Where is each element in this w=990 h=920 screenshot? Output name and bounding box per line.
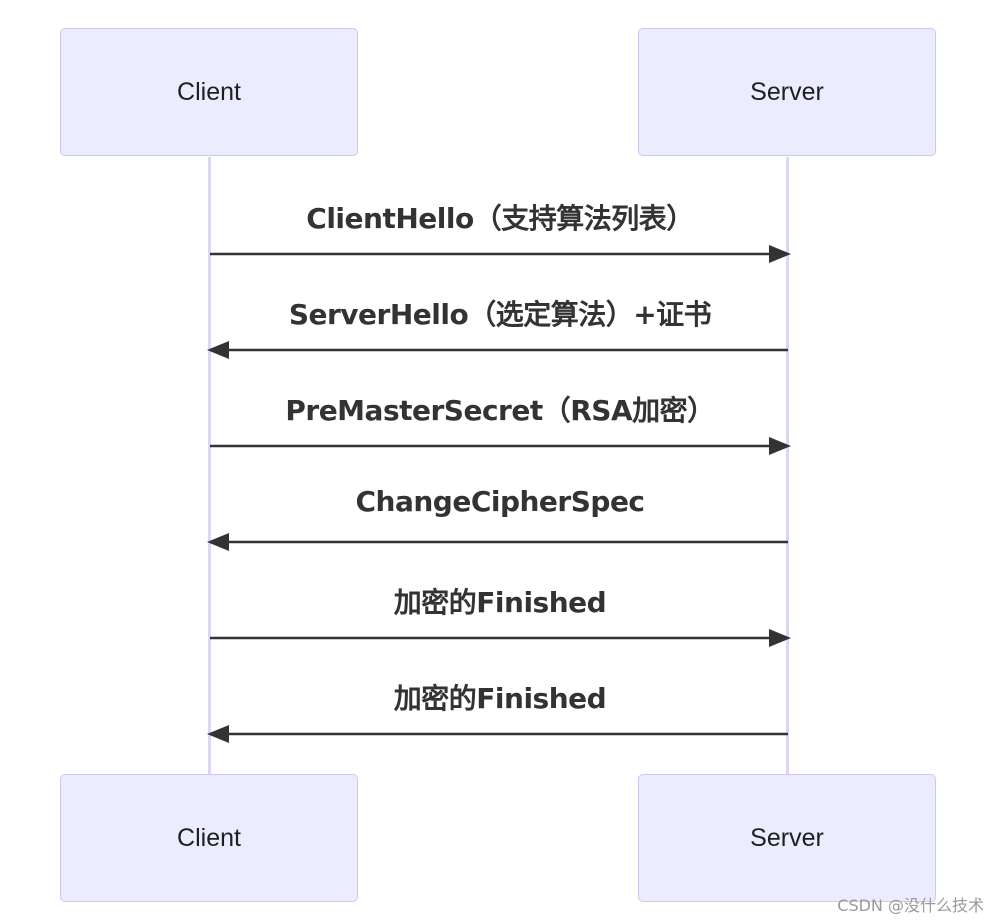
- arrowhead: [769, 437, 791, 455]
- message-arrow: [210, 437, 791, 455]
- message-arrow: [210, 245, 791, 263]
- message-label: ChangeCipherSpec: [355, 485, 645, 518]
- message-label: 加密的Finished: [393, 682, 607, 715]
- client-actor-top: Client: [60, 28, 358, 156]
- message-label: 加密的Finished: [393, 586, 607, 619]
- client-actor-bottom: Client: [60, 774, 358, 902]
- message-label: ServerHello（选定算法）+证书: [288, 298, 712, 331]
- message-arrow: [210, 629, 791, 647]
- arrowhead: [769, 629, 791, 647]
- message-arrow: [207, 533, 788, 551]
- message-arrow: [207, 725, 788, 743]
- message-label: PreMasterSecret（RSA加密）: [285, 394, 715, 427]
- message-label: ClientHello（支持算法列表）: [306, 202, 694, 235]
- arrowhead: [207, 341, 229, 359]
- client-lifeline: [208, 157, 211, 774]
- arrowhead: [769, 245, 791, 263]
- server-actor-bottom: Server: [638, 774, 936, 902]
- arrowhead: [207, 533, 229, 551]
- arrowhead: [207, 725, 229, 743]
- server-actor-top: Server: [638, 28, 936, 156]
- message-arrow: [207, 341, 788, 359]
- watermark: CSDN @没什么技术: [837, 896, 984, 915]
- server-lifeline: [786, 157, 789, 774]
